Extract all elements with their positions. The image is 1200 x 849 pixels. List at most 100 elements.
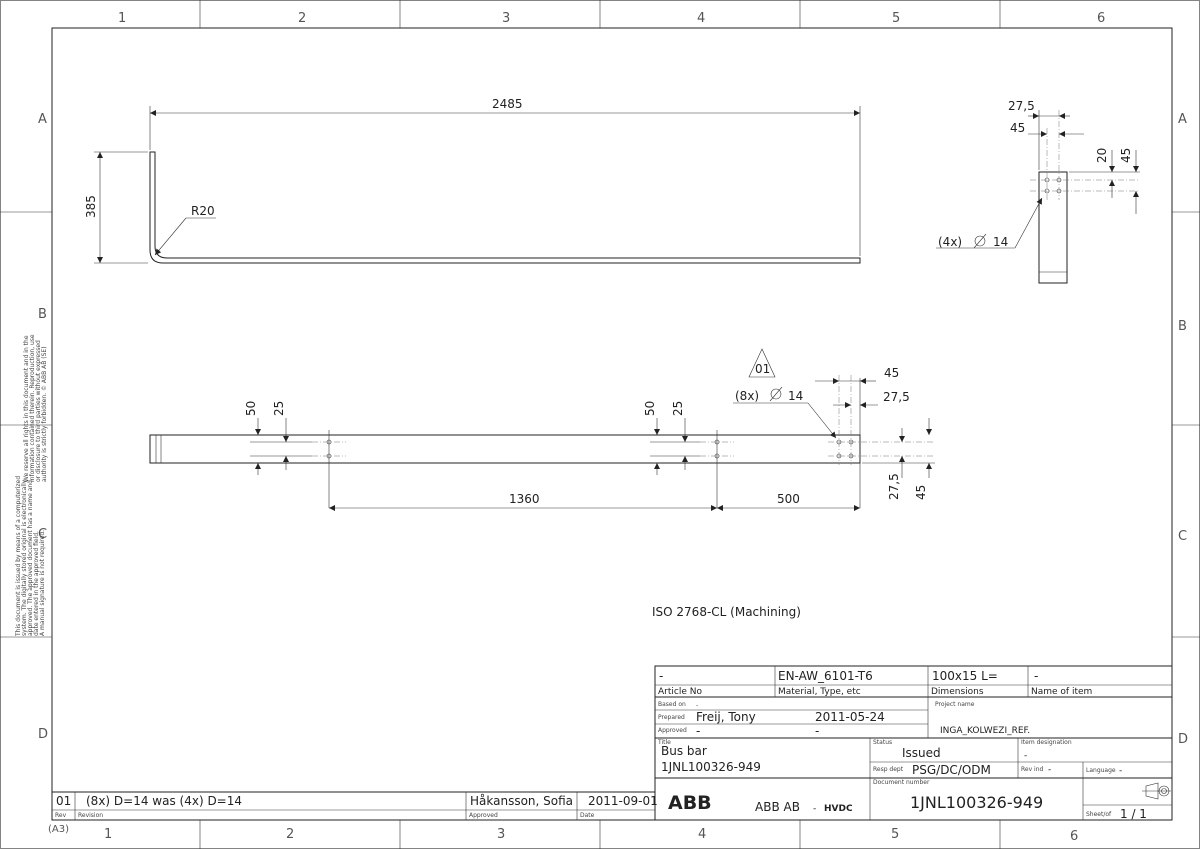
row-label-c-left: C: [38, 527, 47, 542]
sheet-label: Sheet/of: [1086, 811, 1112, 818]
dimensions-value: 100x15 L=: [932, 669, 998, 683]
rev-description: (8x) D=14 was (4x) D=14: [86, 794, 242, 808]
side-notes: We reserve all rights in this document a…: [15, 334, 53, 640]
grid-labels: 1 2 3 4 5 6 1 2 3 4 5 6 A B C D A B C D …: [38, 11, 1188, 844]
title-block: - EN-AW_6101-T6 100x15 L= - Article No M…: [654, 665, 1173, 821]
dim-1360: 1360: [509, 492, 540, 506]
rev-ind-value: -: [1048, 765, 1051, 775]
dim-r20: R20: [191, 204, 215, 218]
dim-top-25b: 25: [671, 401, 685, 416]
end-hole-dia: 14: [993, 235, 1008, 249]
project-name: INGA_KOLWEZI_REF.: [940, 726, 1030, 736]
row-label-c-right: C: [1178, 529, 1187, 544]
abb-logo: ABB: [668, 792, 712, 814]
rights-note-3: or disclosure to third parties without e…: [35, 340, 42, 482]
material-value: EN-AW_6101-T6: [778, 669, 873, 683]
dim-end-20: 20: [1095, 148, 1109, 163]
language-label: Language: [1086, 767, 1116, 774]
hole-group-3: [828, 375, 935, 508]
rev-approved-by: Håkansson, Sofia: [470, 794, 573, 808]
end-view: 27,5 45 20 45 (4x) 14: [936, 99, 1140, 284]
row-label-a-right: A: [1178, 112, 1187, 127]
col-label-1-bottom: 1: [104, 827, 112, 842]
row-label-b-right: B: [1178, 319, 1187, 334]
resp-dept-value: PSG/DC/ODM: [912, 763, 991, 777]
prepared-label: Prepared: [658, 714, 685, 721]
col-label-5-bottom: 5: [891, 827, 899, 842]
item-designation-value: -: [1024, 751, 1027, 761]
top-hole-dia: 14: [788, 389, 803, 403]
approval-note-2: system. The digitally stored original is…: [21, 479, 28, 636]
dim-top-50b: 50: [643, 401, 657, 416]
name-of-item-label: Name of item: [1031, 687, 1092, 697]
dim-end-45b: 45: [1119, 148, 1133, 163]
dim-end-27-5: 27,5: [1008, 99, 1035, 113]
top-view: 50 25 50 25 45 27,5 01 (8x) 14: [149, 348, 935, 511]
row-label-b-left: B: [38, 307, 47, 322]
doc-number-label: Document number: [873, 779, 930, 786]
col-label-1-top: 1: [118, 11, 126, 26]
rev-number: 01: [56, 794, 71, 808]
col-label-4-bottom: 4: [698, 827, 706, 842]
based-on-value: -: [696, 702, 698, 709]
dim-top-45: 45: [884, 366, 899, 380]
col-label-2-top: 2: [298, 11, 306, 26]
col-label-2-bottom: 2: [286, 827, 294, 842]
tolerance-note: ISO 2768-CL (Machining): [652, 605, 801, 619]
item-designation-label: Item designation: [1021, 739, 1072, 746]
division-name: HVDC: [824, 804, 853, 814]
title-label: Title: [657, 739, 671, 746]
prepared-by: Freij, Tony: [696, 710, 756, 724]
dim-top-27-5: 27,5: [883, 390, 910, 404]
date-col-label: Date: [580, 812, 595, 819]
diameter-icon: [973, 233, 987, 249]
revision-table: 01 (8x) D=14 was (4x) D=14 Håkansson, So…: [51, 791, 658, 821]
resp-dept-label: Resp dept: [873, 766, 904, 773]
prepared-date: 2011-05-24: [815, 710, 885, 724]
side-view: 2485 385 R20: [84, 97, 861, 264]
row-label-d-left: D: [38, 727, 48, 742]
dim-right-27-5: 27,5: [887, 473, 901, 500]
col-label-5-top: 5: [892, 11, 900, 26]
dimensions-label: Dimensions: [931, 687, 984, 697]
approval-note-1: This document is issued by means of a co…: [15, 476, 22, 637]
status-label: Status: [873, 739, 892, 746]
approved-col-label: Approved: [469, 812, 498, 819]
dim-385: 385: [84, 195, 98, 218]
sheet-value: 1 / 1: [1120, 807, 1147, 821]
project-name-label: Project name: [935, 701, 975, 708]
dim-2485: 2485: [492, 97, 523, 111]
company-dash: -: [813, 804, 816, 814]
approval-note-3: approved. The approved document has a na…: [27, 480, 34, 636]
end-hole-count: (4x): [938, 235, 962, 249]
row-label-a-left: A: [38, 112, 47, 127]
status-value: Issued: [902, 746, 941, 760]
language-value: -: [1119, 766, 1122, 776]
rev-date: 2011-09-01: [588, 794, 658, 808]
col-label-6-bottom: 6: [1070, 829, 1078, 844]
hole-group-1: [312, 430, 346, 508]
col-label-6-top: 6: [1097, 11, 1105, 26]
name-of-item-value: -: [1034, 669, 1038, 683]
third-angle-projection-icon: [1142, 782, 1171, 800]
rev-ind-label: Rev ind: [1021, 766, 1044, 773]
revision-col-label: Revision: [78, 812, 103, 819]
rights-note-4: authority is strictly forbidden. © ABB A…: [41, 346, 48, 482]
diameter-icon-2: [769, 386, 783, 402]
article-no-label: Article No: [658, 687, 702, 697]
top-hole-count: (8x): [735, 389, 759, 403]
approval-note-4: date entered in the approved field.: [33, 531, 40, 636]
title-line-2: 1JNL100326-949: [661, 760, 761, 774]
sheet-size-label: (A3): [48, 824, 69, 835]
dim-top-25a: 25: [272, 401, 286, 416]
approved-by: -: [696, 724, 700, 738]
dim-500: 500: [777, 492, 800, 506]
revision-marker: 01: [755, 362, 770, 376]
rights-note-2: information contained therein. Reproduct…: [29, 334, 36, 482]
approved-label: Approved: [658, 727, 687, 734]
dim-right-45: 45: [914, 485, 928, 500]
col-label-3-bottom: 3: [497, 827, 505, 842]
title-line-1: Bus bar: [661, 744, 707, 758]
based-on-label: Based on: [658, 701, 686, 708]
